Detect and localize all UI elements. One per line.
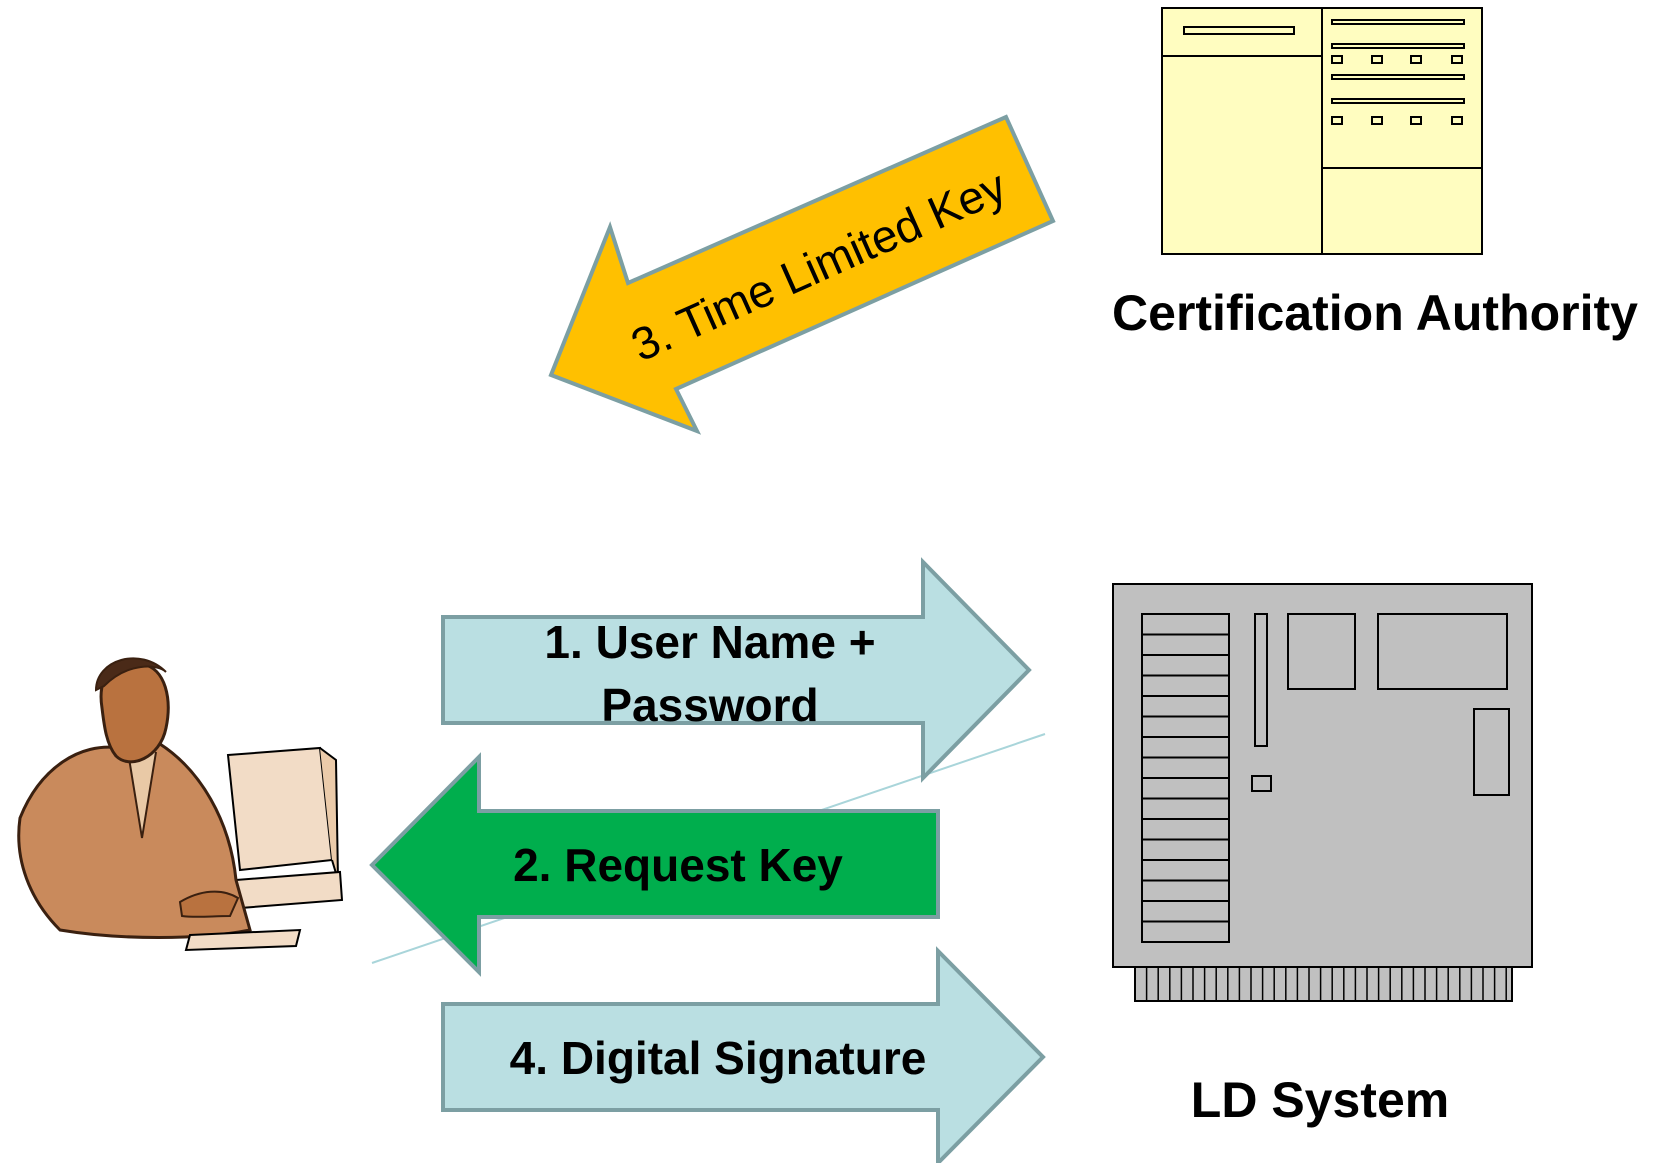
time-limited-key-arrow: 3. Time Limited Key <box>548 114 1056 435</box>
server-board-icon <box>1112 583 1533 1002</box>
request-key-label: 2. Request Key <box>513 839 843 891</box>
user-at-computer-icon <box>17 657 344 952</box>
user-name-password-label-line1: 1. User Name + <box>544 616 875 668</box>
memory-slots <box>1141 613 1230 943</box>
digital-signature-arrow: 4. Digital Signature <box>441 946 1046 1163</box>
ld-system-label: LD System <box>1191 1072 1449 1128</box>
certificate-document-icon <box>1161 7 1483 255</box>
user-name-password-arrow: 1. User Name + Password <box>441 557 1032 783</box>
request-key-arrow: 2. Request Key <box>369 752 940 977</box>
edge-connector <box>1134 966 1513 1002</box>
digital-signature-label: 4. Digital Signature <box>510 1032 927 1084</box>
certification-authority-label: Certification Authority <box>1112 285 1638 341</box>
user-name-password-label-line2: Password <box>601 679 818 731</box>
